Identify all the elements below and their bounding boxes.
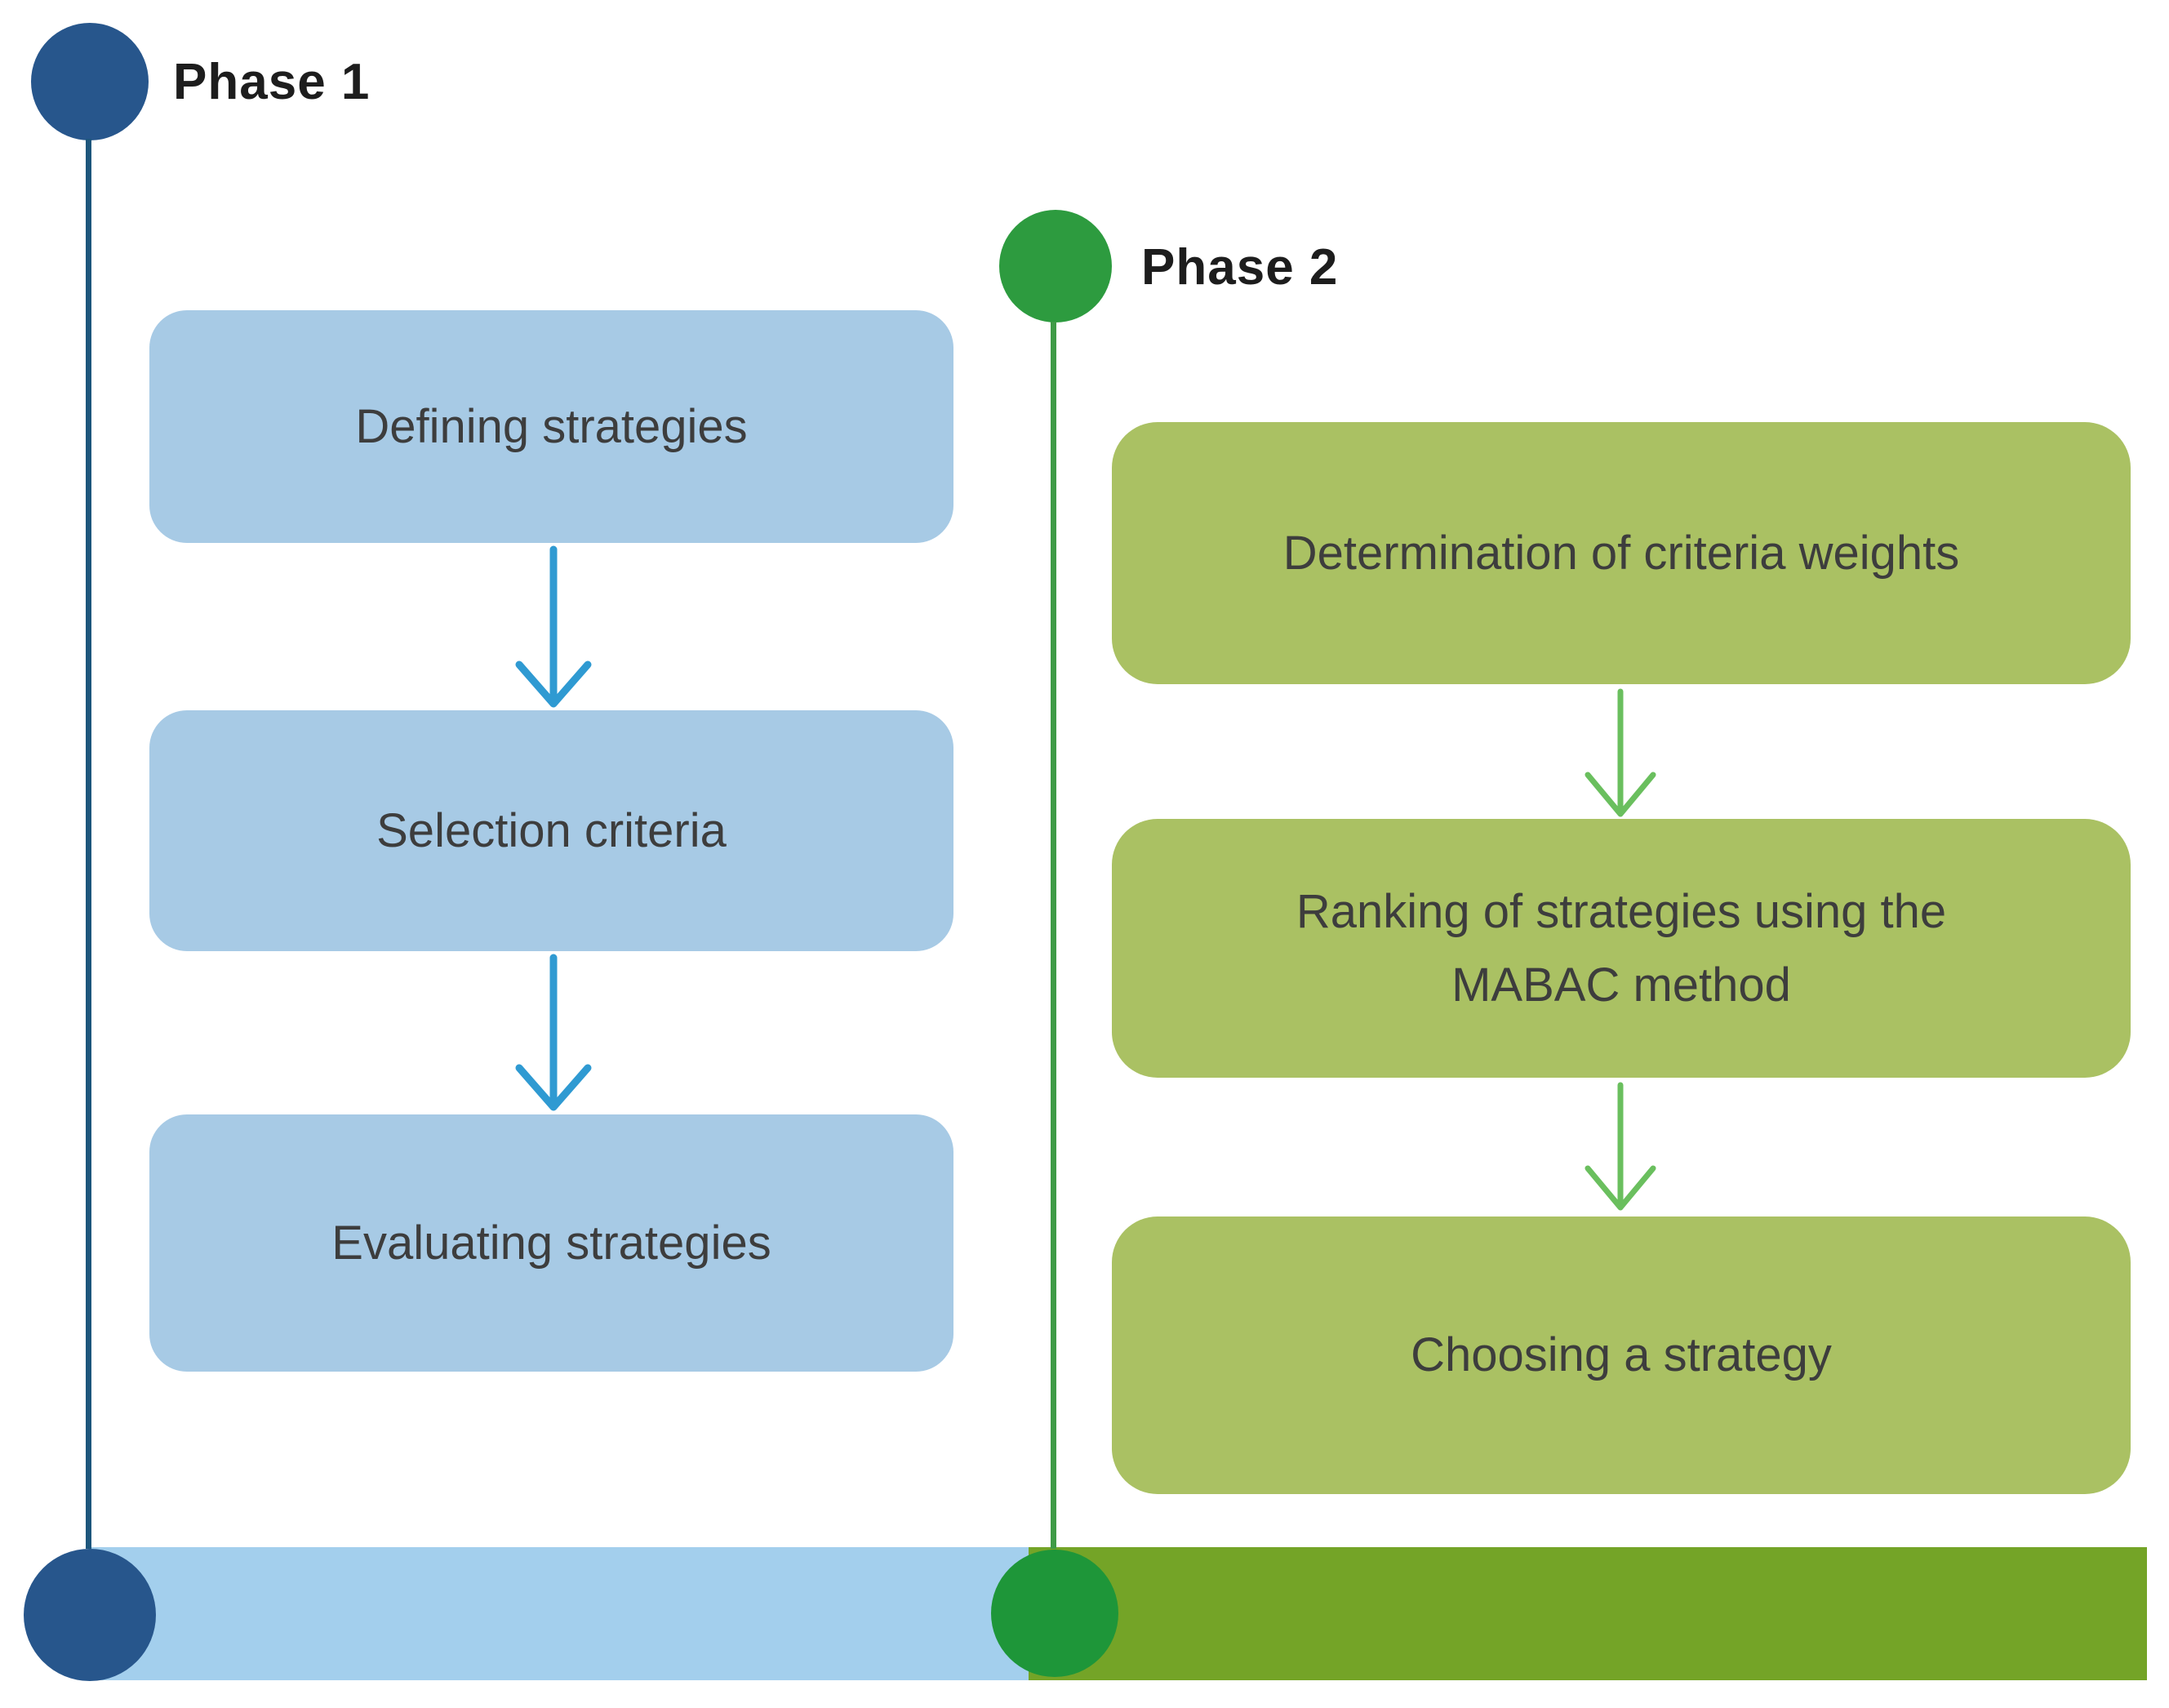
phase1-timeline-line [86,139,91,1549]
phase2-step-label-3: Choosing a strategy [1411,1328,1832,1382]
phase2-bottom-bar [1029,1547,2147,1680]
phase1-circle-icon [31,23,149,140]
phase1-end-circle-icon [24,1549,156,1681]
down-arrow-icon [1585,688,1656,817]
phase1-step-box-3: Evaluating strategies [149,1114,953,1372]
phase2-step-label-1: Determination of criteria weights [1282,526,1960,580]
phase1-label: Phase 1 [173,54,371,110]
phase1-step-box-2: Selection criteria [149,710,953,951]
phase1-step-label-2: Selection criteria [376,803,727,857]
phase2-step-box-2: Ranking of strategies using the MABAC me… [1112,819,2131,1078]
phase1-step-label-1: Defining strategies [355,399,748,453]
phase2-end-circle-icon [991,1550,1118,1677]
phase1-step-box-1: Defining strategies [149,310,953,543]
phase2-step-box-1: Determination of criteria weights [1112,422,2131,684]
down-arrow-icon [515,545,592,708]
phase2-step-box-3: Choosing a strategy [1112,1217,2131,1494]
phase2-circle-icon [999,210,1112,322]
phase2-label: Phase 2 [1141,239,1339,296]
phase1-bottom-bar [90,1547,1029,1680]
phase2-timeline-line [1051,322,1056,1549]
down-arrow-icon [515,954,592,1111]
down-arrow-icon [1585,1082,1656,1211]
phase1-step-label-3: Evaluating strategies [331,1216,771,1270]
phase2-step-label-2: Ranking of strategies using the MABAC me… [1296,884,1947,1012]
